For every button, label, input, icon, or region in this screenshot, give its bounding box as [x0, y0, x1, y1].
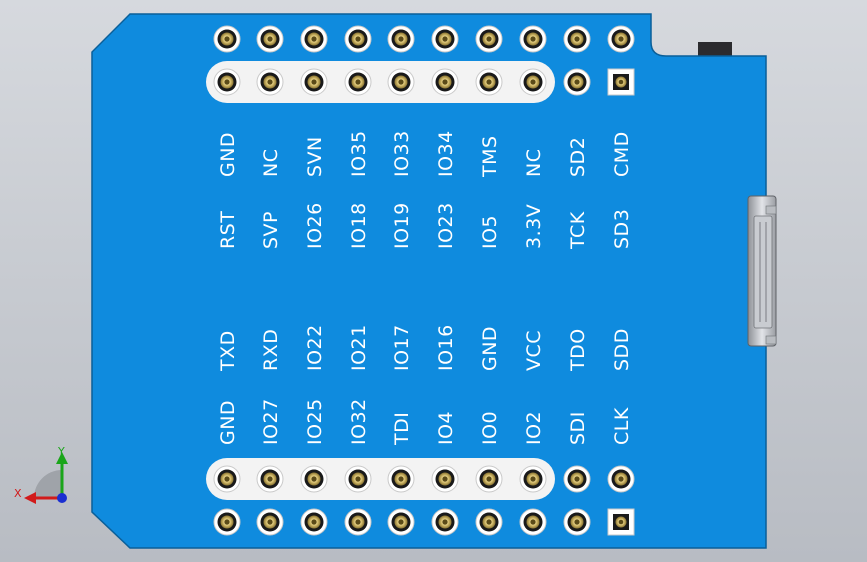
- header-pad: [344, 25, 372, 53]
- header-pad: [387, 465, 415, 493]
- pad-group: [213, 25, 635, 536]
- y-axis-label: Y: [57, 445, 65, 458]
- axis-triad: Y X: [14, 445, 68, 504]
- header-pad-square: [607, 508, 635, 536]
- pin-label-upper: SVN: [304, 136, 326, 177]
- header-pad: [431, 508, 459, 536]
- y-axis-arrowhead: [56, 452, 68, 464]
- pin-label-lower: SD3: [611, 209, 633, 249]
- header-pad: [563, 465, 591, 493]
- pin-label-upper: IO17: [391, 324, 413, 371]
- pin-label-lower: SVP: [260, 211, 282, 249]
- header-pad: [213, 508, 241, 536]
- header-pad: [344, 465, 372, 493]
- pin-label-upper: GND: [479, 326, 501, 371]
- pin-label-upper: NC: [523, 149, 545, 177]
- top-header-strip: [206, 61, 555, 103]
- pin-label-lower: IO5: [479, 215, 501, 249]
- header-pad: [300, 25, 328, 53]
- x-axis-arrowhead: [24, 492, 36, 504]
- pin-label-lower: IO19: [391, 202, 413, 249]
- pin-label-lower: TDI: [391, 412, 413, 446]
- header-pad: [519, 465, 547, 493]
- pin-label-upper: RXD: [260, 329, 282, 371]
- pin-label-lower: 3.3V: [523, 204, 545, 249]
- header-pad: [519, 25, 547, 53]
- pin-label-lower: IO27: [260, 398, 282, 445]
- header-pad-square: [607, 68, 635, 96]
- header-pad: [431, 25, 459, 53]
- pcb-board: [91, 13, 767, 549]
- x-axis-label: X: [14, 487, 22, 500]
- header-pad: [256, 508, 284, 536]
- header-pad: [387, 25, 415, 53]
- header-pad: [213, 465, 241, 493]
- pin-label-lower: SDI: [567, 411, 589, 445]
- pin-label-upper: IO22: [304, 324, 326, 371]
- pin-label-lower: IO25: [304, 398, 326, 445]
- header-pad: [475, 25, 503, 53]
- header-pad: [300, 68, 328, 96]
- header-pad: [344, 68, 372, 96]
- header-pad: [563, 508, 591, 536]
- z-axis-dot: [57, 493, 67, 503]
- pin-label-lower: IO32: [348, 398, 370, 445]
- header-pad: [475, 68, 503, 96]
- pin-label-upper: CMD: [611, 131, 633, 177]
- pin-label-lower: IO23: [435, 202, 457, 249]
- pin-label-upper: VCC: [523, 330, 545, 371]
- pin-label-upper: GND: [217, 132, 239, 177]
- header-pad: [387, 508, 415, 536]
- pin-label-lower: CLK: [611, 407, 633, 445]
- header-pad: [387, 68, 415, 96]
- header-pad: [256, 25, 284, 53]
- pin-label-upper: IO33: [391, 130, 413, 177]
- pin-label-lower: IO18: [348, 202, 370, 249]
- header-pad: [431, 68, 459, 96]
- header-pad: [607, 25, 635, 53]
- pin-label-lower: IO4: [435, 411, 457, 445]
- pin-label-upper: IO21: [348, 324, 370, 371]
- usb-connector: [747, 195, 777, 347]
- pin-label-upper: TXD: [217, 330, 239, 372]
- pin-label-upper: TMS: [479, 135, 501, 178]
- pin-label-lower: IO0: [479, 411, 501, 445]
- header-pad: [213, 68, 241, 96]
- header-pad: [256, 465, 284, 493]
- header-pad: [431, 465, 459, 493]
- header-pad: [213, 25, 241, 53]
- pin-label-upper: IO16: [435, 324, 457, 371]
- pin-label-upper: SDD: [611, 328, 633, 371]
- header-pad: [475, 465, 503, 493]
- header-pad: [519, 68, 547, 96]
- header-pad: [256, 68, 284, 96]
- bottom-header-strip: [206, 458, 555, 500]
- header-pad: [563, 68, 591, 96]
- pin-label-lower: IO2: [523, 411, 545, 445]
- pin-label-upper: IO35: [348, 130, 370, 177]
- component-block: [698, 42, 732, 58]
- header-pad: [300, 508, 328, 536]
- header-pad: [300, 465, 328, 493]
- pin-label-upper: TDO: [567, 328, 589, 372]
- pin-label-upper: SD2: [567, 137, 589, 177]
- header-pad: [519, 508, 547, 536]
- header-pad: [563, 25, 591, 53]
- pin-label-lower: GND: [217, 400, 239, 445]
- header-pad: [475, 508, 503, 536]
- pin-label-lower: RST: [217, 211, 239, 249]
- pin-label-lower: IO26: [304, 202, 326, 249]
- header-pad: [607, 465, 635, 493]
- pin-label-upper: NC: [260, 149, 282, 177]
- pin-label-lower: TCK: [567, 211, 589, 250]
- pin-label-upper: IO34: [435, 130, 457, 177]
- header-pad: [344, 508, 372, 536]
